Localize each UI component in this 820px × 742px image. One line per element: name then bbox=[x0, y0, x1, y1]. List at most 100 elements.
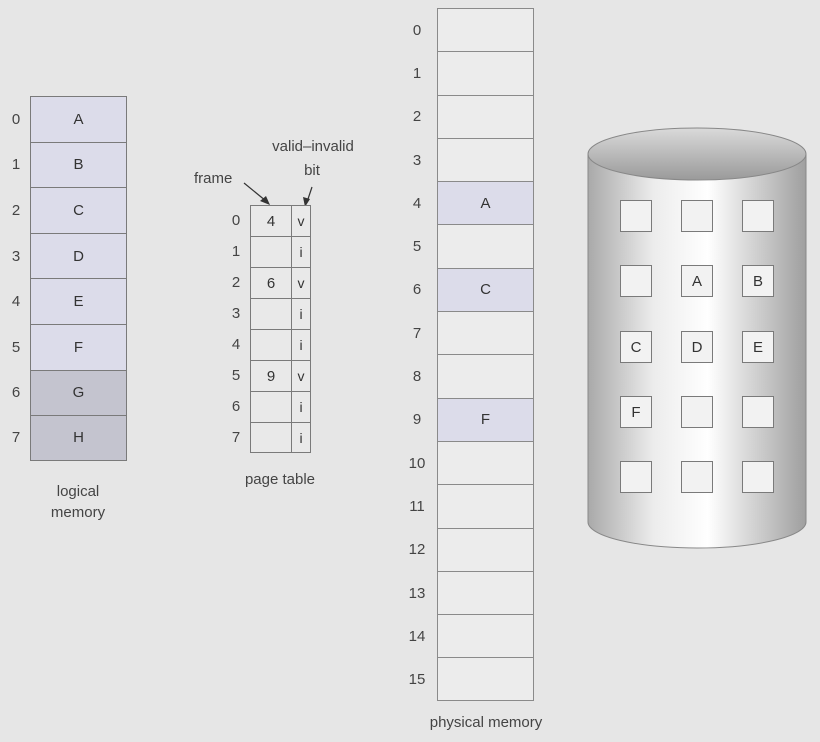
disk-block bbox=[620, 200, 652, 232]
page-table-frame bbox=[251, 330, 292, 360]
physical-frame-number: 5 bbox=[412, 238, 422, 256]
physical-frame-number: 15 bbox=[408, 670, 426, 688]
physical-frame-number: 1 bbox=[412, 64, 422, 82]
logical-page-number: 7 bbox=[11, 429, 21, 447]
disk-block bbox=[742, 200, 774, 232]
logical-page-content: E bbox=[73, 293, 84, 311]
physical-frame-number: 12 bbox=[408, 541, 426, 559]
page-table-index: 0 bbox=[231, 212, 241, 229]
physical-frame: 2 bbox=[413, 94, 534, 138]
frame-label: frame bbox=[194, 170, 233, 187]
physical-frame-number: 7 bbox=[412, 324, 422, 342]
page-table-frame: 6 bbox=[251, 268, 292, 298]
physical-frame: 10 bbox=[409, 440, 534, 485]
page-table-valid-bit: i bbox=[299, 429, 303, 446]
physical-frame-number: 13 bbox=[408, 584, 426, 602]
physical-frame-number: 11 bbox=[409, 497, 425, 515]
label-arrows bbox=[243, 182, 313, 207]
physical-frame-number: 0 bbox=[412, 21, 422, 39]
disk-block: A bbox=[681, 265, 713, 297]
logical-page-content: H bbox=[73, 429, 84, 447]
page-table-frame: 4 bbox=[251, 206, 292, 236]
physical-frame: 15 bbox=[409, 657, 534, 701]
logical-page-content: G bbox=[72, 384, 85, 402]
physical-frame-content: A bbox=[480, 194, 491, 212]
page-table-frame: 9 bbox=[251, 361, 292, 391]
physical-frame: 11 bbox=[409, 484, 534, 528]
page-table-valid-bit: i bbox=[299, 306, 303, 322]
physical-frame-number: 10 bbox=[408, 454, 426, 472]
physical-frame: 0 bbox=[413, 8, 534, 52]
disk-block: F bbox=[620, 396, 652, 428]
page-table-index: 7 bbox=[231, 429, 241, 446]
physical-frame: 8 bbox=[413, 354, 534, 398]
disk-block: D bbox=[681, 331, 713, 363]
logical-page-number: 0 bbox=[11, 110, 21, 128]
page-table-index: 1 bbox=[231, 243, 241, 260]
physical-frame-content: F bbox=[480, 411, 491, 429]
page-table-valid-bit: i bbox=[299, 244, 303, 260]
page-table-label: page table bbox=[244, 471, 316, 488]
logical-memory-label: logical memory bbox=[50, 483, 106, 521]
page-table-index: 3 bbox=[231, 305, 241, 322]
disk-block bbox=[681, 396, 713, 428]
disk-block bbox=[681, 200, 713, 232]
disk-block: B bbox=[742, 265, 774, 297]
logical-page-number: 5 bbox=[11, 338, 21, 356]
page-table-index: 6 bbox=[231, 398, 241, 415]
physical-frame-number: 9 bbox=[412, 411, 422, 429]
disk-block: E bbox=[742, 331, 774, 363]
physical-frame: 13 bbox=[409, 570, 534, 615]
valid-invalid-bit-label: bit bbox=[304, 162, 320, 179]
disk-block bbox=[620, 265, 652, 297]
page-table-frame bbox=[251, 237, 292, 267]
physical-frame-number: 4 bbox=[412, 194, 422, 212]
page-table-valid-bit: v bbox=[297, 275, 305, 291]
physical-frame-number: 2 bbox=[412, 108, 422, 126]
page-table-frame bbox=[251, 299, 292, 329]
page-table-valid-bit: v bbox=[297, 213, 305, 229]
disk-block: C bbox=[620, 331, 652, 363]
disk-block bbox=[620, 461, 652, 493]
physical-frame-number: 6 bbox=[412, 281, 422, 299]
physical-frame: 7 bbox=[413, 311, 534, 355]
page-table-valid-bit: i bbox=[299, 399, 303, 415]
page-table-index: 5 bbox=[231, 367, 241, 384]
logical-page-number: 1 bbox=[11, 156, 21, 174]
physical-frame-content: C bbox=[480, 281, 491, 299]
logical-page-content: C bbox=[73, 201, 84, 219]
physical-frame: 14 bbox=[409, 614, 534, 658]
disk-block bbox=[742, 461, 774, 493]
page-table-valid-bit: i bbox=[299, 337, 303, 353]
page-table-index: 2 bbox=[231, 274, 241, 291]
logical-page-content: B bbox=[73, 156, 84, 174]
physical-frame-number: 8 bbox=[412, 368, 422, 386]
disk-block bbox=[742, 396, 774, 428]
physical-frame: 1 bbox=[413, 51, 534, 95]
physical-frame-number: 3 bbox=[412, 151, 422, 169]
physical-memory-label: physical memory bbox=[429, 714, 543, 731]
logical-page-number: 6 bbox=[11, 384, 21, 402]
page-table-frame bbox=[251, 392, 292, 422]
logical-page-number: 2 bbox=[11, 201, 21, 219]
